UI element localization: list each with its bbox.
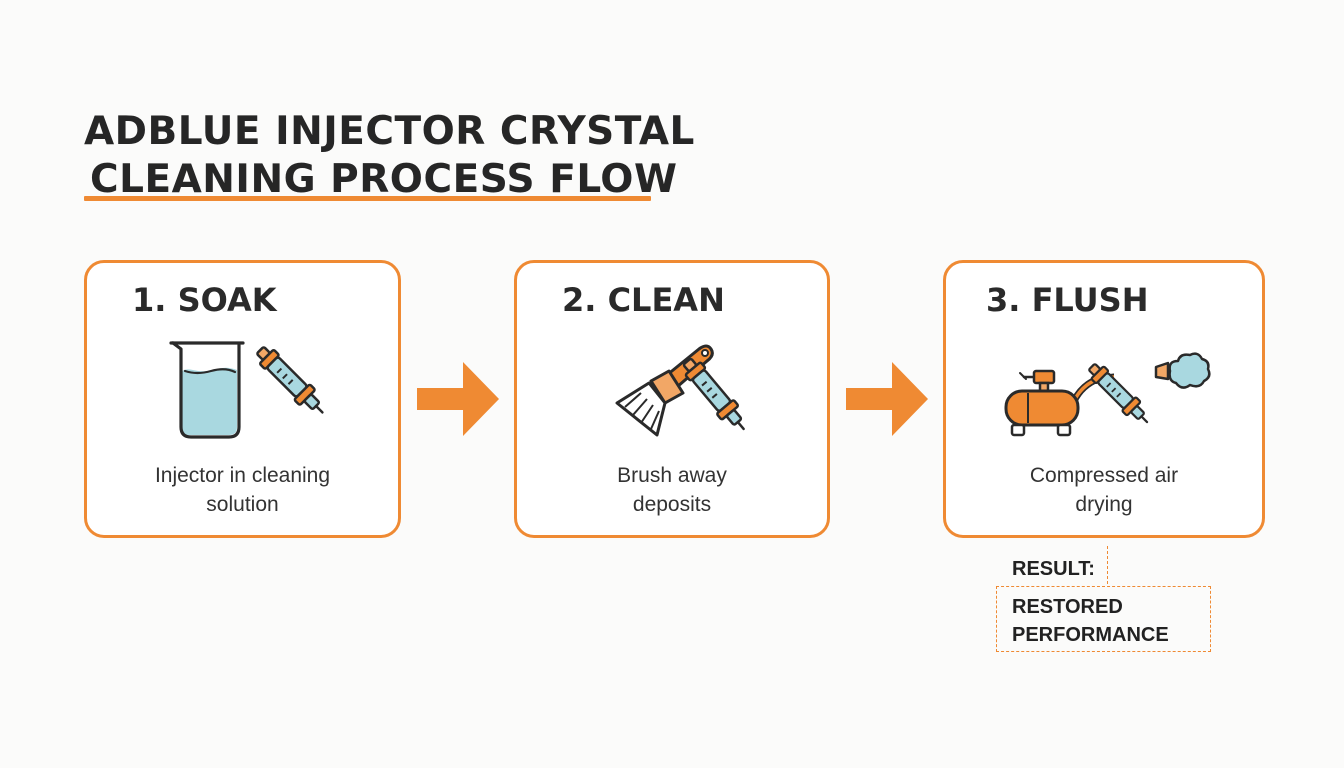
- title-line-2: CLEANING PROCESS FLOW: [90, 157, 678, 202]
- air-puff-icon: [1154, 352, 1211, 389]
- beaker-icon: [169, 341, 245, 439]
- result-label: RESULT:: [1012, 558, 1095, 580]
- step-description: Injector in cleaning solution: [154, 464, 331, 516]
- result-connector: [1107, 546, 1108, 584]
- result-line-1: RESTORED: [1012, 596, 1123, 618]
- arrow-right-icon: [417, 362, 499, 436]
- brush-icon: [615, 344, 714, 437]
- step-soak: 1. SOAK Injector in cleaning solution: [84, 260, 401, 538]
- step-title: 1. SOAK: [132, 281, 277, 319]
- title-underline: [84, 196, 651, 201]
- result-box: RESTORED PERFORMANCE: [996, 586, 1211, 652]
- step-title: 3. FLUSH: [986, 281, 1149, 319]
- step-description: Brush away deposits: [617, 464, 727, 516]
- step-description: Compressed air drying: [1029, 464, 1179, 516]
- injector-icon: [682, 357, 745, 431]
- step-clean: 2. CLEAN Brush away deposits: [514, 260, 830, 538]
- injector-icon: [1088, 363, 1149, 424]
- arrow-right-icon: [846, 362, 928, 436]
- step-title: 2. CLEAN: [562, 281, 725, 319]
- page-title: ADBLUE INJECTOR CRYSTAL CLEANING PROCESS…: [84, 108, 695, 204]
- title-line-1: ADBLUE INJECTOR CRYSTAL: [84, 109, 695, 154]
- step-flush: 3. FLUSH Compressed air drying: [943, 260, 1265, 538]
- result-line-2: PERFORMANCE: [1012, 624, 1169, 646]
- injector-icon: [256, 346, 324, 414]
